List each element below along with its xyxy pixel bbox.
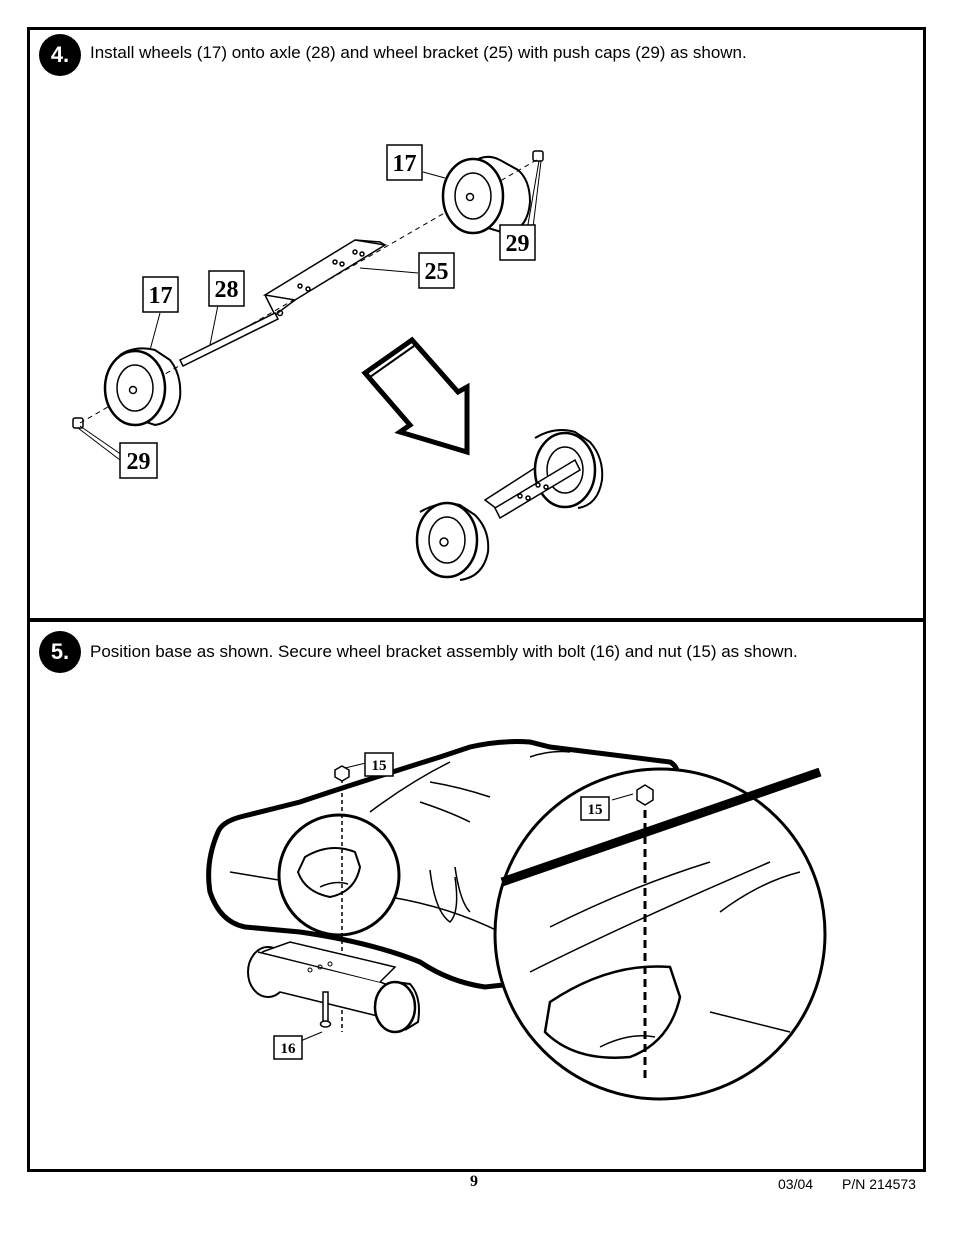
revision-date: 03/04 <box>778 1176 814 1192</box>
callout-25-label: 25 <box>425 259 449 285</box>
callout-17-upper-label: 17 <box>393 151 417 177</box>
bolt-drawing <box>297 991 332 1043</box>
step-4-illustration: 17 29 25 17 28 29 <box>72 144 604 581</box>
step-4-panel: 4. Install wheels (17) onto axle (28) an… <box>27 27 926 621</box>
step-4-badge: 4. <box>39 34 81 76</box>
callout-16-label: 16 <box>281 1041 297 1057</box>
part-number: P/N 214573 <box>842 1176 916 1192</box>
callout-16: 16 <box>273 1035 303 1060</box>
callout-17-upper: 17 <box>386 144 423 181</box>
callout-15-large-label: 15 <box>588 802 603 818</box>
step-5-instruction: Position base as shown. Secure wheel bra… <box>90 642 798 661</box>
callout-25: 25 <box>418 252 455 289</box>
lower-push-cap-drawing <box>72 417 123 461</box>
nut-large-drawing <box>611 784 654 806</box>
wheel-bracket-drawing <box>262 239 388 317</box>
callout-29-upper-label: 29 <box>506 231 530 257</box>
step-5-badge: 5. <box>39 631 81 673</box>
step-5-illustration: 15 16 15 <box>206 739 827 1101</box>
callout-15-small: 15 <box>364 752 394 777</box>
step-5-panel: 5. Position base as shown. Secure wheel … <box>27 619 926 1172</box>
callout-29-lower-label: 29 <box>127 449 151 475</box>
callout-17-lower-label: 17 <box>149 283 173 309</box>
callout-29-upper: 29 <box>499 224 536 261</box>
step-4-instruction: Install wheels (17) onto axle (28) and w… <box>90 43 747 62</box>
callout-28-label: 28 <box>215 277 239 303</box>
callout-17-lower: 17 <box>142 276 179 313</box>
lower-wheel-drawing <box>103 347 182 427</box>
wheel-bracket-assembly-drawing <box>247 941 420 1034</box>
callout-15-large: 15 <box>580 796 610 821</box>
large-detail-circle <box>493 767 827 1101</box>
page-number: 9 <box>470 1173 478 1190</box>
callout-15-small-label: 15 <box>372 758 387 774</box>
axle-drawing <box>178 311 280 368</box>
upper-push-cap-drawing <box>525 150 544 237</box>
callout-28: 28 <box>208 270 245 307</box>
large-detail-edge <box>500 767 822 887</box>
assembly-arrow <box>361 336 470 456</box>
small-detail-circle <box>277 813 401 937</box>
assembled-wheel-axle-drawing <box>415 429 604 581</box>
callout-29-lower: 29 <box>119 442 158 479</box>
upper-wheel-drawing <box>441 155 532 236</box>
